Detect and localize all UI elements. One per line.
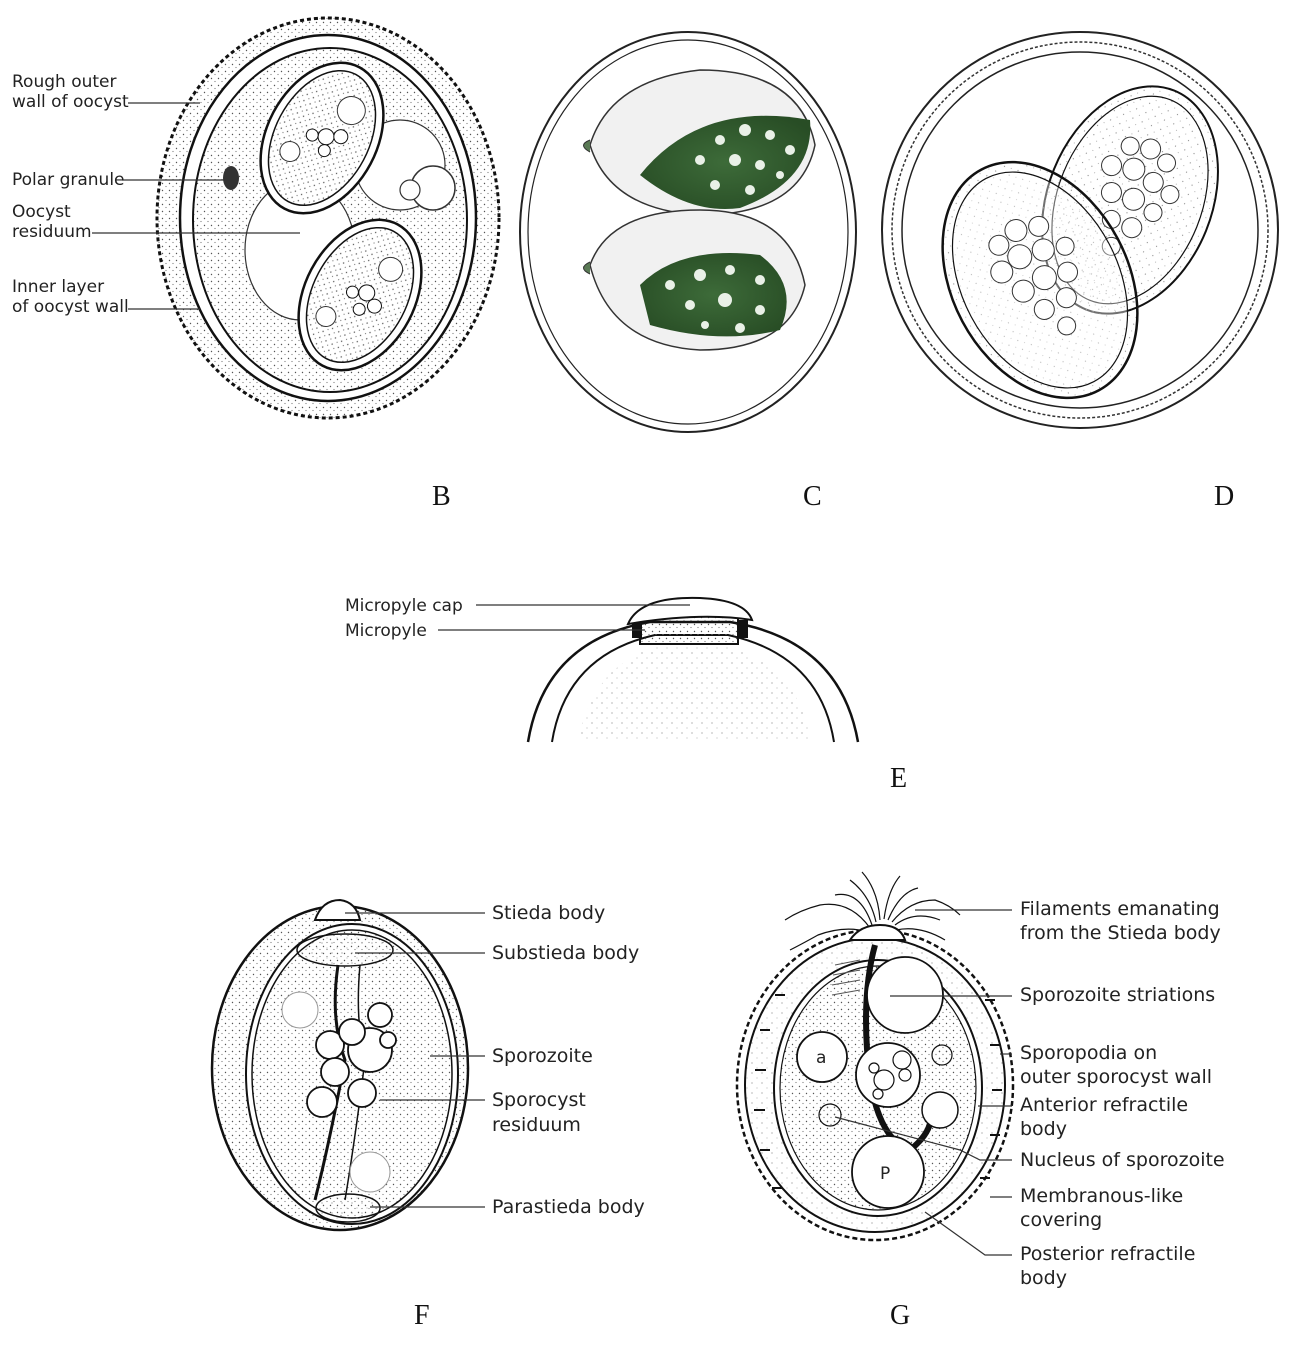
panel-letter-c: C	[803, 481, 822, 512]
panel-letter-f: F	[414, 1300, 430, 1331]
panel-letter-d: D	[1214, 481, 1234, 512]
label-sporopodia: Sporopodia on outer sporocyst wall	[1020, 1042, 1212, 1088]
label-sporozoite: Sporozoite	[492, 1045, 593, 1067]
label-membranous-covering: Membranous-like covering	[1020, 1185, 1189, 1231]
panel-f-sporocyst: Stieda body Substieda body Sporozoite Sp…	[212, 900, 645, 1331]
polar-granule	[223, 166, 239, 190]
label-oocyst-residuum: Oocyst residuum	[12, 202, 92, 242]
panel-letter-e: E	[890, 763, 907, 794]
anterior-refractile-body	[867, 957, 943, 1033]
label-sporocyst-residuum: Sporocyst residuum	[492, 1089, 592, 1136]
mark-a: a	[816, 1048, 826, 1068]
label-polar-granule: Polar granule	[12, 170, 125, 190]
panel-b-oocyst: Rough outer wall of oocyst Polar granule…	[12, 18, 499, 512]
label-micropyle: Micropyle	[345, 621, 427, 641]
label-filaments: Filaments emanating from the Stieda body	[1020, 898, 1226, 944]
panel-d-oocyst: D	[882, 32, 1278, 512]
label-micropyle-cap: Micropyle cap	[345, 596, 463, 616]
label-stieda-body: Stieda body	[492, 902, 605, 924]
panel-g-sporocyst: a P Filaments emanating from the Stieda …	[737, 872, 1226, 1331]
label-rough-outer-wall: Rough outer wall of oocyst	[12, 72, 129, 112]
label-posterior-refractile: Posterior refractile body	[1020, 1243, 1201, 1289]
label-sporozoite-striations: Sporozoite striations	[1020, 984, 1215, 1006]
label-inner-layer: Inner layer of oocyst wall	[12, 277, 129, 317]
panel-e-micropyle: Micropyle cap Micropyle E	[345, 596, 907, 794]
panel-c-oocyst: C	[520, 32, 856, 512]
parastieda-body	[316, 1194, 380, 1222]
substieda-body	[297, 934, 393, 966]
label-nucleus: Nucleus of sporozoite	[1020, 1149, 1225, 1171]
mark-p: P	[880, 1164, 890, 1184]
panel-letter-b: B	[432, 481, 451, 512]
nucleus-of-sporozoite	[819, 1104, 841, 1126]
label-substieda-body: Substieda body	[492, 942, 639, 964]
stieda-body	[315, 900, 360, 920]
label-anterior-refractile: Anterior refractile body	[1020, 1094, 1194, 1140]
panel-letter-g: G	[890, 1300, 910, 1331]
label-parastieda-body: Parastieda body	[492, 1196, 645, 1218]
